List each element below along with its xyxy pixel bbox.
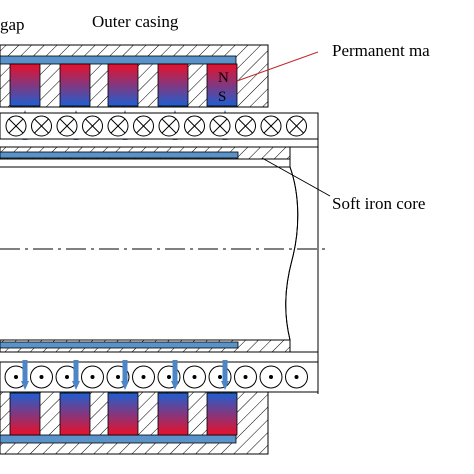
permanent-magnet (206, 392, 238, 436)
permanent-magnet (157, 63, 189, 107)
soft-iron-core-label: Soft iron core (332, 194, 426, 213)
soft-iron-core (0, 146, 299, 353)
coil-dot-icon (208, 365, 232, 389)
permanent-magnet (9, 63, 41, 107)
coil-cross-icon (5, 115, 27, 137)
coil-cross-icon (260, 115, 282, 137)
coil-cross-icon (235, 115, 256, 137)
permanent-magnet (9, 392, 41, 436)
coil-dot-icon (285, 365, 308, 389)
outer-casing-label: Outer casing (92, 12, 179, 31)
coil-cross-icon (133, 115, 154, 137)
coil-dot-icon (234, 365, 257, 389)
coil-dot-icon (81, 365, 104, 389)
outer-casing-bottom (0, 391, 269, 455)
coil-dot-icon (132, 365, 155, 389)
coil-cross-icon (31, 115, 52, 137)
coil-dot-icon (30, 365, 53, 389)
flux-arrow-down-icon (171, 360, 179, 390)
coil-cross-icon (158, 115, 180, 137)
magnet-north-label: N (218, 70, 229, 86)
outer-casing-top (0, 44, 269, 108)
magnet-row-bottom (9, 392, 238, 436)
permanent-magnet (107, 392, 139, 436)
coil-cross-icon (286, 115, 307, 137)
flux-arrow-down-icon (221, 360, 229, 390)
permanent-magnet (59, 392, 91, 436)
permanent-magnet-label: Permanent ma (332, 41, 430, 60)
coil-cross-icon (107, 115, 129, 137)
flux-arrow-down-icon (72, 360, 80, 390)
coil-row-upper (0, 112, 319, 140)
flux-arrow-down-icon (21, 360, 29, 390)
coil-cross-icon (184, 115, 205, 137)
casing-inner-plate-bottom (0, 434, 237, 444)
flux-arrow-down-icon (121, 360, 129, 390)
coil-cross-icon (82, 115, 103, 137)
permanent-magnet-leader (236, 51, 319, 82)
stator-outline (290, 113, 319, 394)
coil-row-lower (0, 361, 319, 393)
coil-cross-icon (56, 115, 78, 137)
magnet-row-top (9, 63, 238, 107)
permanent-magnet (59, 63, 91, 107)
coil-cross-icon (209, 115, 231, 137)
magnet-south-label: S (218, 89, 226, 105)
permanent-magnet (206, 63, 238, 107)
permanent-magnet (157, 392, 189, 436)
soft-iron-core-leader (261, 157, 331, 197)
air-gap-label: gap (0, 15, 25, 34)
permanent-magnet (107, 63, 139, 107)
coil-dot-icon (183, 365, 206, 389)
casing-inner-plate-top (0, 55, 237, 65)
flux-arrows-down (21, 360, 229, 390)
coil-dot-icon (259, 365, 283, 389)
